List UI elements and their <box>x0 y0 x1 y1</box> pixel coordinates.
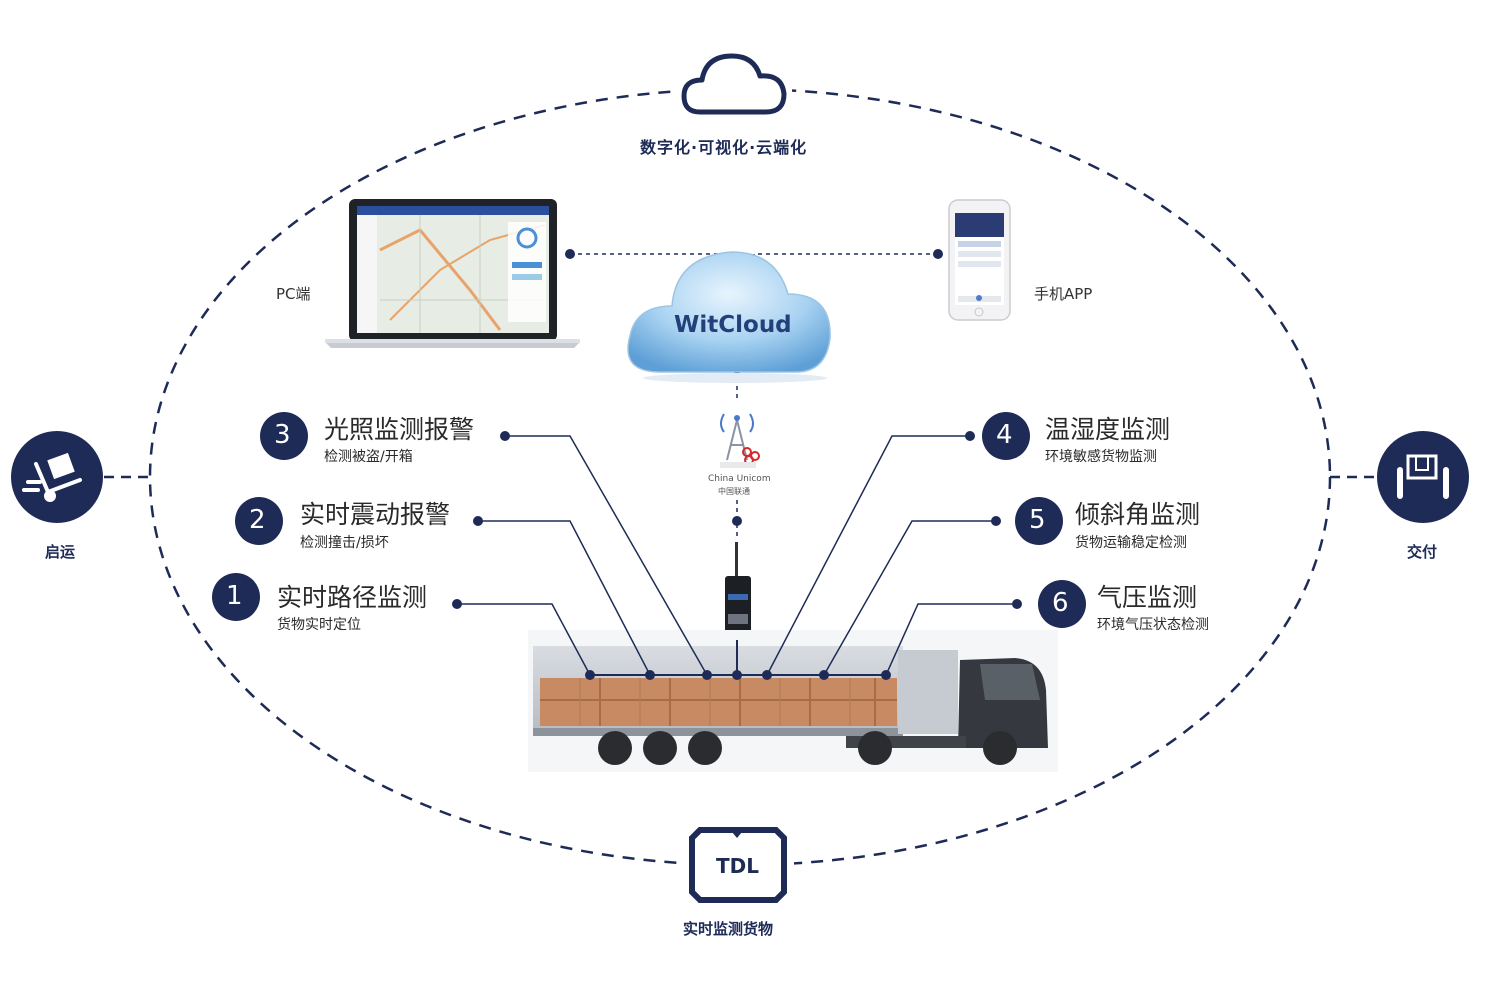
link-node-tower <box>732 516 742 526</box>
gateway-device <box>725 542 751 640</box>
feature-3-sub: 检测被盗/开箱 <box>324 449 413 465</box>
cloud-icon <box>676 50 792 124</box>
link-node-app <box>933 249 943 259</box>
feature-4-number: 4 <box>996 420 1013 450</box>
feature-2-number: 2 <box>249 505 266 535</box>
cell-tower-icon <box>720 413 754 461</box>
tdl-device-icon <box>680 822 794 912</box>
handover-icon <box>1397 454 1449 499</box>
truck-wheel <box>858 731 892 765</box>
feature-3-title: 光照监测报警 <box>324 415 475 444</box>
feature-4-title: 温湿度监测 <box>1045 415 1171 444</box>
feature-3-number: 3 <box>274 420 291 450</box>
tagline: 数字化·可视化·云端化 <box>640 138 808 157</box>
link-node-pc <box>565 249 575 259</box>
feature-2-title: 实时震动报警 <box>300 500 451 529</box>
feature-2-sub: 检测撞击/损坏 <box>300 535 389 551</box>
laptop-icon <box>325 199 580 348</box>
feature-6-title: 气压监测 <box>1097 583 1198 612</box>
feature-1-sub: 货物实时定位 <box>277 617 361 633</box>
feature-connectors <box>457 435 1017 676</box>
feature-number-badges <box>212 412 1086 628</box>
feature-5-sub: 货物运输稳定检测 <box>1075 535 1187 551</box>
hand-truck-icon <box>22 452 82 502</box>
carrier-name-cn: 中国联通 <box>718 487 750 496</box>
deliver-label: 交付 <box>1407 543 1438 561</box>
start-label: 启运 <box>45 543 76 561</box>
feature-6-number: 6 <box>1052 588 1069 618</box>
feature-5-title: 倾斜角监测 <box>1075 500 1201 529</box>
truck-image <box>528 630 1058 772</box>
tdl-label: 实时监测货物 <box>683 920 774 938</box>
truck-wheel <box>643 731 677 765</box>
carrier-name-en: China Unicom <box>708 474 771 484</box>
connector-dots <box>452 431 1022 609</box>
tdl-device-text: TDL <box>716 854 759 878</box>
pc-label: PC端 <box>276 285 311 303</box>
feature-4-sub: 环境敏感货物监测 <box>1045 449 1157 465</box>
witcloud-icon <box>627 251 831 383</box>
china-unicom-logo <box>720 447 760 468</box>
truck-wheel <box>598 731 632 765</box>
feature-1-number: 1 <box>226 581 243 611</box>
feature-5-number: 5 <box>1029 505 1046 535</box>
truck-wheel <box>983 731 1017 765</box>
phone-icon <box>948 199 1011 321</box>
feature-6-sub: 环境气压状态检测 <box>1097 617 1209 633</box>
app-label: 手机APP <box>1034 285 1093 303</box>
truck-wheel <box>688 731 722 765</box>
witcloud-label: WitCloud <box>674 312 792 338</box>
feature-1-title: 实时路径监测 <box>277 583 428 612</box>
